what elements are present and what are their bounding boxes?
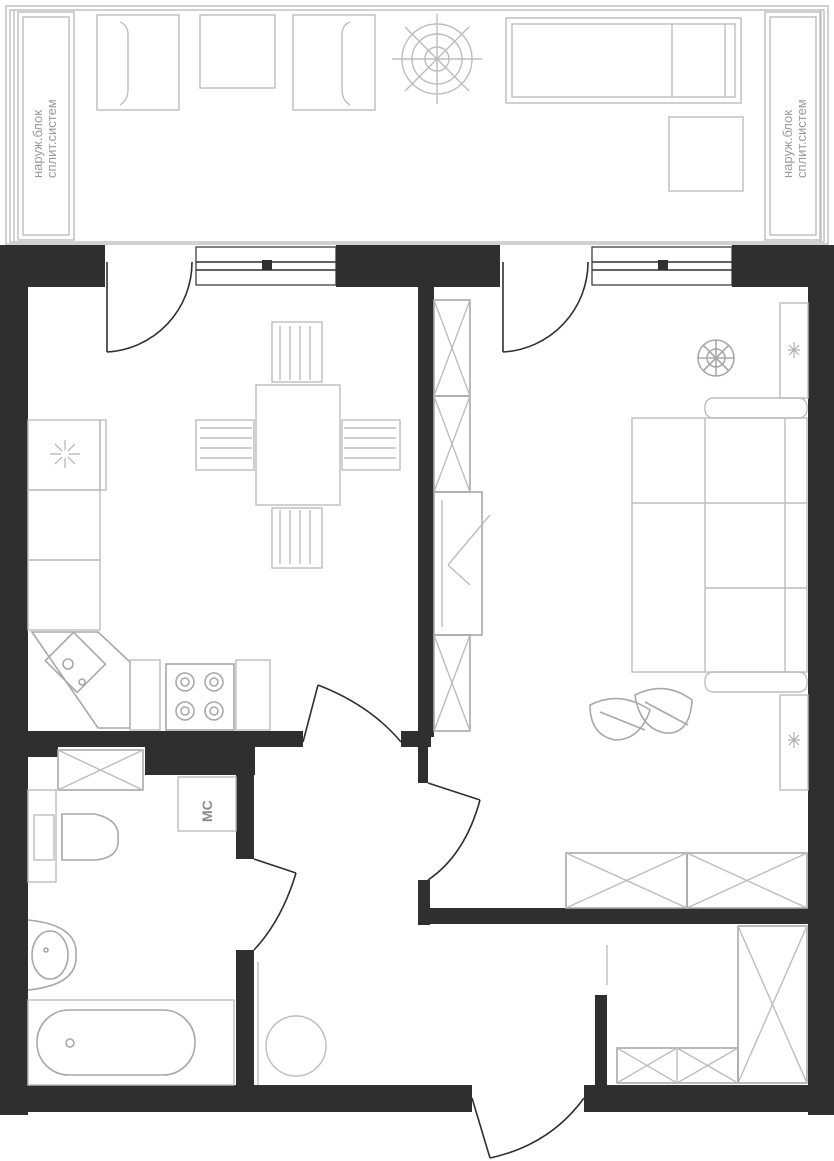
balcony: наруж.блок сплит.систем наруж.блок сплит…: [5, 5, 829, 245]
kitchen: [27, 321, 401, 731]
balcony-chair-left: [96, 14, 180, 111]
nightstand-bottom: [779, 694, 809, 791]
shaft: МС: [177, 776, 237, 832]
kitchen-sink: [30, 631, 131, 729]
chair-left: [195, 419, 255, 471]
chair-right: [341, 419, 401, 471]
walls: [0, 245, 834, 1115]
armchairs: [589, 687, 693, 741]
ac-unit-right: наруж.блок сплит.систем: [764, 11, 822, 241]
ac-label-right-1: наруж.блок: [780, 110, 795, 178]
nightstand-top: [779, 302, 809, 399]
balcony-chair-right: [292, 14, 376, 111]
dresser: [565, 852, 808, 909]
balcony-plant: [392, 14, 482, 104]
chair-bottom: [271, 507, 323, 569]
counter-lower: [27, 559, 101, 631]
ac-label-left-2: сплит.систем: [44, 99, 59, 178]
hall-wardrobe: [737, 925, 808, 1084]
hall: [257, 925, 808, 1085]
washing-machine: [57, 749, 144, 791]
shaft-label: МС: [199, 800, 215, 822]
chair-top: [271, 321, 323, 383]
balcony-sofa: [505, 17, 742, 104]
wardrobe: [433, 299, 471, 732]
fridge-light-icon: [50, 440, 80, 468]
counter-upper: [27, 489, 101, 561]
toilet: [27, 789, 119, 883]
bathroom: МС: [27, 749, 237, 1086]
ac-label-right-2: сплит.систем: [794, 99, 809, 178]
hall-pouf: [265, 1015, 327, 1077]
balcony-table: [199, 14, 276, 89]
cooktop: [165, 663, 235, 731]
ac-unit-left: наруж.блок сплит.систем: [17, 11, 75, 241]
balcony-ottoman: [668, 116, 744, 192]
dining-table: [255, 384, 341, 506]
lamp: [697, 339, 735, 377]
sofa: [631, 397, 808, 693]
bathtub: [27, 999, 235, 1086]
shoe-cabinet: [616, 1047, 739, 1084]
counter-corner: [129, 659, 161, 731]
doors: [106, 261, 589, 1159]
ac-label-left-1: наруж.блок: [30, 110, 45, 178]
tv-stand: [433, 491, 491, 636]
bathroom-sink: [27, 919, 77, 991]
counter-right: [235, 659, 271, 731]
windows: [195, 246, 733, 286]
living-room: [433, 299, 809, 909]
